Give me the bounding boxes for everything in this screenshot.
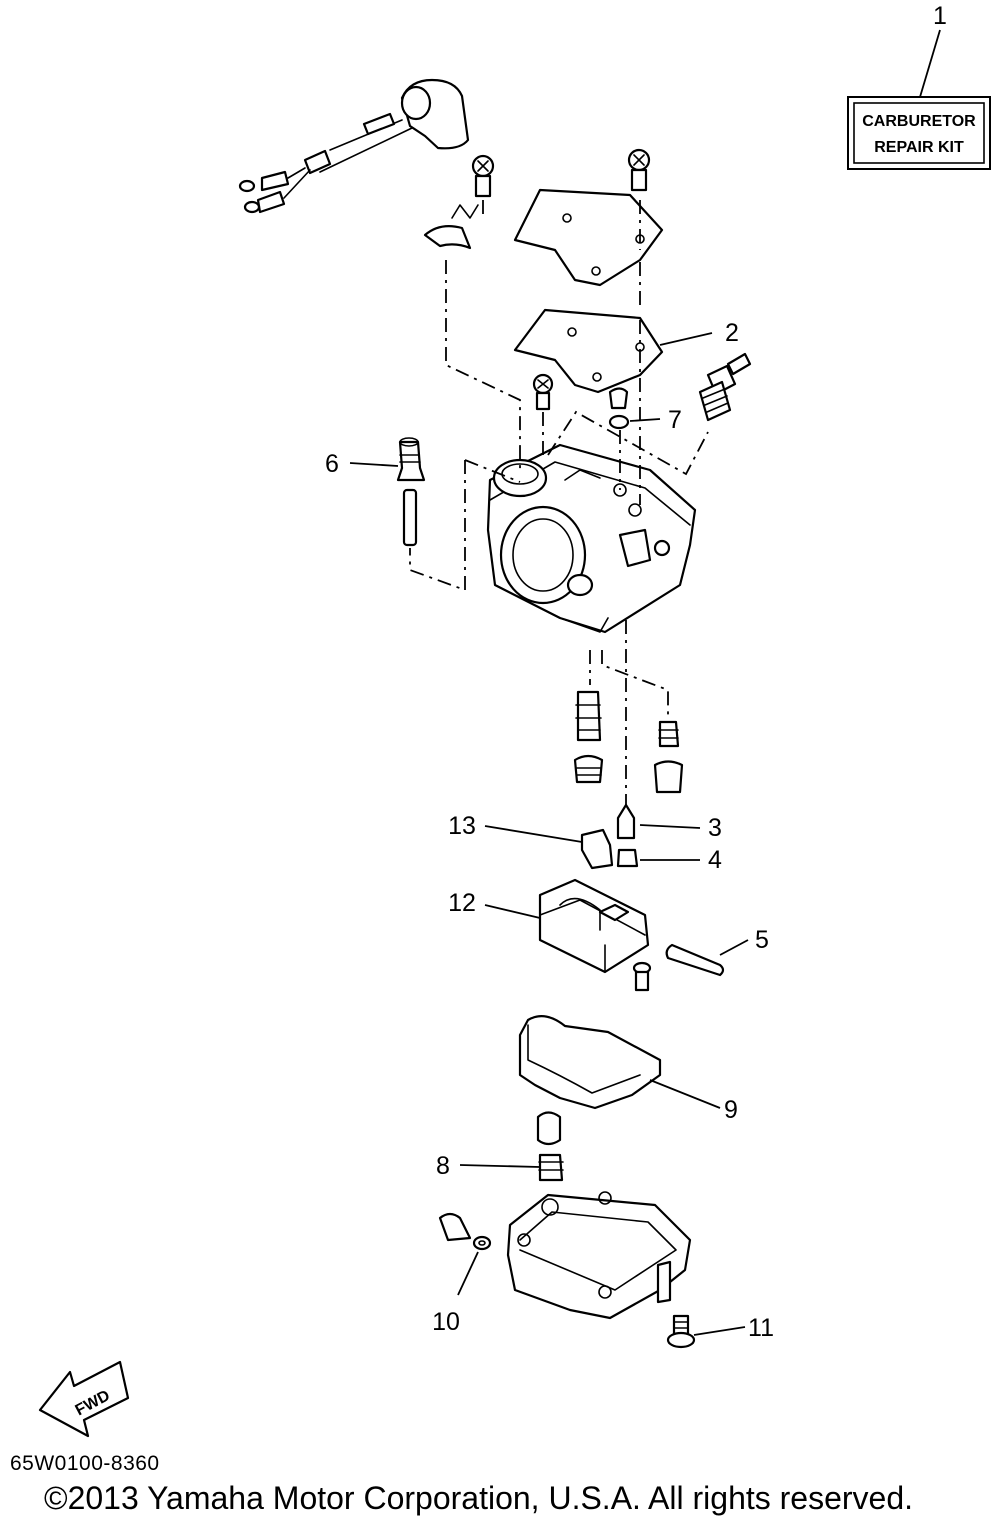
bracket: [423, 225, 472, 250]
kit-label-line1: CARBURETOR: [862, 113, 976, 130]
callout-11: 11: [748, 1314, 774, 1342]
float-pin: [665, 943, 725, 977]
float: [484, 878, 650, 974]
callout-2: 2: [725, 319, 739, 347]
callout-13: 13: [448, 812, 476, 840]
float-bowl: [506, 1191, 692, 1320]
callout-5: 5: [755, 926, 769, 954]
carburetor-body: [486, 443, 697, 634]
spring-8: [459, 1111, 564, 1182]
float-screw: [632, 961, 652, 992]
top-screws: [471, 148, 752, 422]
callout-8: 8: [436, 1152, 450, 1180]
main-jet: [349, 437, 426, 547]
guide-lines: [409, 200, 709, 810]
callout-6: 6: [325, 450, 339, 478]
gasket-9: [518, 1015, 721, 1110]
callout-12: 12: [448, 889, 476, 917]
callout-1: 1: [933, 2, 947, 30]
lower-jets: [573, 690, 684, 794]
callout-3: 3: [708, 814, 722, 842]
callout-10: 10: [432, 1308, 460, 1336]
drain-screw: [438, 1212, 492, 1296]
callout-9: 9: [724, 1096, 738, 1124]
gasket-2: [513, 308, 664, 394]
copyright-notice: ©2013 Yamaha Motor Corporation, U.S.A. A…: [44, 1480, 914, 1516]
repair-kit-box: CARBURETOR REPAIR KIT: [847, 29, 991, 170]
part-code: 65W0100-8360: [10, 1452, 160, 1475]
kit-label-line2: REPAIR KIT: [874, 139, 964, 156]
callout-4: 4: [708, 846, 722, 874]
fwd-arrow-icon: FWD: [38, 1360, 130, 1438]
needle-valve: [484, 803, 701, 870]
spark-plug-cap: [238, 78, 470, 214]
bowl-screw: [666, 1314, 746, 1349]
callout-7: 7: [668, 406, 682, 434]
